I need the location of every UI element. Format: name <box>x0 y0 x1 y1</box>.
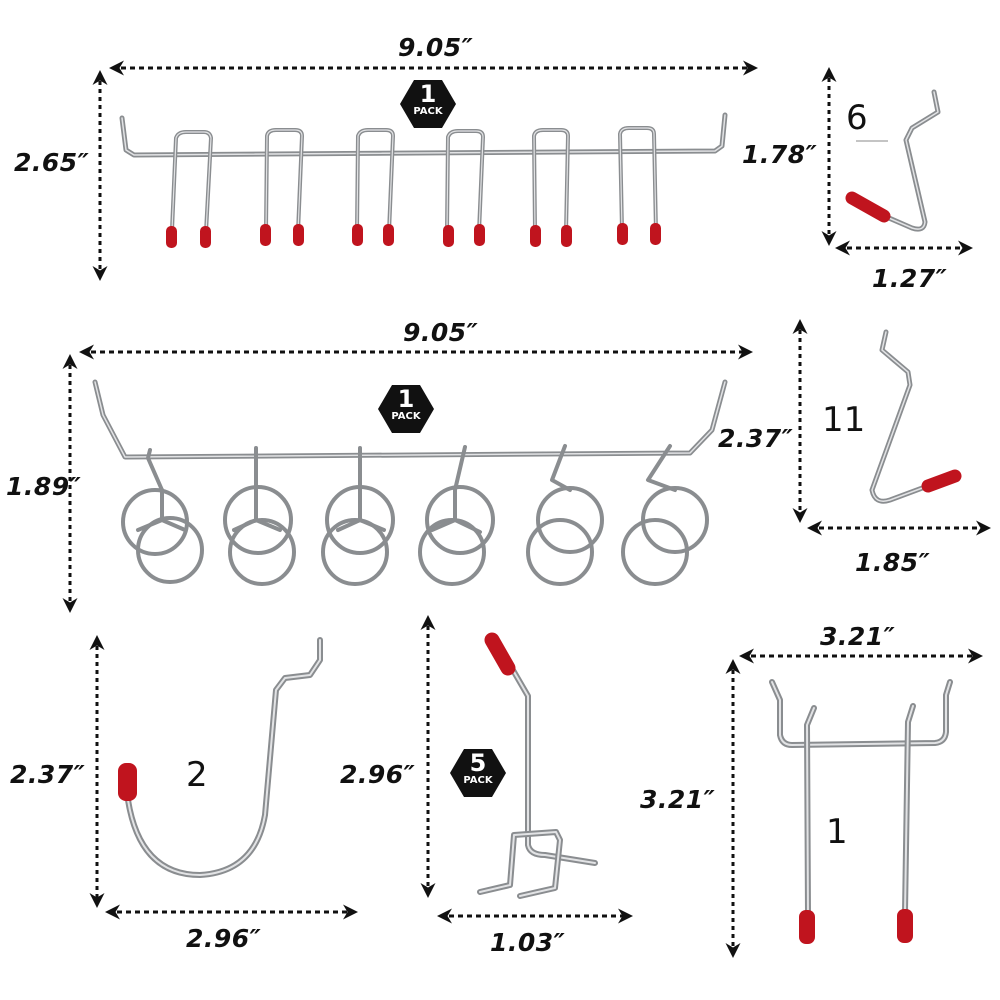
pack-badge-number: 1 <box>419 80 437 108</box>
rack1-height-label: 2.65″ <box>14 148 90 177</box>
pack-badge-number: 1 <box>397 385 415 413</box>
small-hook-quantity: 6 <box>846 98 868 138</box>
pack-badge-rack1: 1 PACK <box>398 78 458 132</box>
double-prong-hook-illustration <box>769 679 953 944</box>
pack-badge-single-hook: 5 PACK <box>448 747 508 801</box>
pack-badge-hexagon-rack2 <box>378 385 434 433</box>
double-hook-quantity: 1 <box>826 812 848 852</box>
pack-badge-rack2: 1 PACK <box>376 383 436 437</box>
single-hook-height-label: 2.96″ <box>340 760 416 789</box>
pack-badge-hexagon-rack1 <box>400 80 456 128</box>
pack-badge-label: PACK <box>391 411 421 422</box>
j-hook-quantity: 2 <box>186 755 208 795</box>
medium-hook-height-label: 2.37″ <box>718 424 794 453</box>
small-hook-height-label: 1.78″ <box>742 140 818 169</box>
pack-badge-label: PACK <box>463 775 493 786</box>
pack-badge-number: 5 <box>469 749 487 777</box>
single-hook-width-label: 1.03″ <box>490 928 566 957</box>
pack-badge-hexagon-single-hook <box>450 749 506 797</box>
medium-hook-width-label: 1.85″ <box>855 548 931 577</box>
double-hook-height-label: 3.21″ <box>640 785 716 814</box>
double-prong-rack-illustration <box>119 112 728 248</box>
j-hook-illustration <box>118 637 323 878</box>
medium-hook-quantity: 11 <box>822 400 866 440</box>
double-hook-width-label: 3.21″ <box>820 622 896 651</box>
pack-badge-label: PACK <box>413 106 443 117</box>
rack2-height-label: 1.89″ <box>6 472 82 501</box>
j-hook-width-label: 2.96″ <box>186 924 262 953</box>
rack1-width-label: 9.05″ <box>398 33 474 62</box>
small-hook-width-label: 1.27″ <box>872 264 948 293</box>
j-hook-height-label: 2.37″ <box>10 760 86 789</box>
single-prong-hook-illustration <box>477 632 598 899</box>
medium-angled-hook-illustration <box>869 329 962 504</box>
ring-rack-illustration <box>92 379 728 586</box>
rack2-width-label: 9.05″ <box>403 318 479 347</box>
small-angled-hook-illustration <box>845 89 941 232</box>
